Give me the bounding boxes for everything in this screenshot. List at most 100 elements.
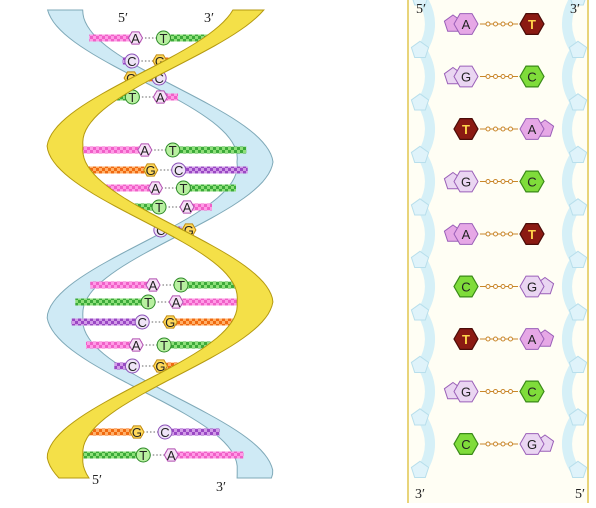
- ladder-base-letter: T: [528, 227, 536, 242]
- helix-rung-right: [158, 428, 220, 436]
- ladder-sugar-left: [410, 250, 430, 268]
- helix-base-A-shape: [163, 448, 179, 462]
- ladder-backbones: [410, 0, 588, 478]
- ladder-bottom-right-end-label: 5′: [575, 487, 585, 502]
- helix-top-left-end-label: 5′: [118, 11, 128, 26]
- ladder-bond-dot: [508, 21, 513, 27]
- ladder-sugar-right: [568, 250, 588, 268]
- helix-rung-right: [165, 451, 244, 459]
- helix-rung-right: [170, 298, 249, 306]
- helix-rung-left: [90, 281, 159, 289]
- helix-base-T-shape: [155, 30, 171, 46]
- ladder-base-T-ring6: [519, 223, 545, 245]
- ladder-base-C-ring6: [519, 380, 545, 403]
- helix-base-T-shape: [156, 337, 172, 353]
- ladder-bond-dot: [493, 441, 498, 447]
- helix-rung-left: [71, 451, 150, 459]
- ladder-sugar-right: [568, 303, 588, 321]
- ladder-base-letter: T: [462, 122, 470, 137]
- ladder-bond-dot: [500, 74, 506, 79]
- helix-base-T-shape: [140, 294, 156, 310]
- ladder-base-C-ring6: [519, 170, 545, 193]
- helix-rung-right: [157, 34, 210, 42]
- helix-front-strands: [46, 9, 274, 479]
- ladder-bond-dot: [508, 284, 513, 289]
- helix-base-A-shape: [147, 181, 163, 195]
- ladder-bond-dot: [508, 74, 513, 79]
- ladder-bond-dot: [500, 441, 506, 447]
- ladder-bond-dot: [493, 231, 498, 237]
- ladder-bond-dot: [500, 389, 506, 394]
- ladder-base-A-ring6: [519, 328, 545, 350]
- helix-base-letter: T: [159, 31, 167, 46]
- ladder-sugar-left: [410, 145, 430, 163]
- ladder-bond-dot: [493, 21, 498, 27]
- ladder-base-letter: A: [528, 122, 537, 137]
- ladder-bond-dot: [493, 126, 498, 132]
- ladder-base-G-ring6: [453, 65, 479, 88]
- helix-base-A-shape: [168, 295, 184, 309]
- helix-top-right-end-label: 3′: [204, 11, 214, 26]
- helix-base-A-shape: [137, 143, 153, 157]
- helix-bottom-right-end-label: 3′: [216, 480, 226, 495]
- ladder-bond-dot: [493, 336, 498, 342]
- helix-base-letter: A: [132, 338, 141, 353]
- ladder-base-letter: T: [528, 17, 536, 32]
- helix-bottom-left-end-label: 5′: [92, 473, 102, 488]
- ladder-base-C-ring6: [453, 275, 479, 298]
- helix-base-A-shape: [145, 278, 161, 292]
- ladder-base-letter: A: [462, 17, 471, 32]
- helix-base-letter: A: [149, 278, 158, 293]
- helix-base-letter: G: [146, 163, 156, 178]
- helix-rung-right: [164, 318, 241, 326]
- helix-base-C-shape: [171, 162, 187, 178]
- helix-base-letter: T: [155, 200, 163, 215]
- helix-base-letter: T: [139, 448, 147, 463]
- helix-base-letter: G: [155, 54, 165, 69]
- ladder-bond-dot: [500, 231, 506, 237]
- helix-rung-left: [89, 34, 142, 42]
- ladder-base-letter: G: [461, 70, 471, 85]
- ladder-sugar-left: [410, 198, 430, 216]
- ladder-sugar-left: [410, 40, 430, 58]
- ladder-sugar-right: [568, 93, 588, 111]
- ladder-base-letter: C: [527, 70, 536, 85]
- ladder-bond-dot: [485, 336, 491, 342]
- helix-backbone-yellow: [46, 9, 274, 479]
- ladder-base-C-ring6: [453, 433, 479, 455]
- ladder-base-letter: A: [528, 332, 537, 347]
- ladder-base-A-ring6: [453, 223, 479, 245]
- helix-base-C-shape: [124, 53, 140, 69]
- ladder-base-letter: G: [527, 280, 537, 295]
- helix-rung-right: [158, 341, 215, 349]
- helix-rung-left: [102, 184, 162, 192]
- ladder-bond-dot: [493, 179, 498, 184]
- helix-rung-right: [174, 281, 244, 289]
- helix-rung-left: [75, 298, 155, 306]
- helix-base-letter: G: [132, 425, 142, 440]
- helix-base-letter: C: [174, 163, 183, 178]
- helix-base-letter: A: [172, 295, 181, 310]
- helix-base-letter: T: [160, 338, 168, 353]
- ladder-bond-dot: [508, 231, 513, 237]
- ladder-bond-dot: [485, 284, 491, 289]
- ladder-bond-dot: [500, 336, 506, 342]
- helix-base-C-shape: [157, 424, 173, 440]
- helix-rung-left: [71, 318, 149, 326]
- helix-base-A-shape: [127, 31, 144, 45]
- helix-base-A-shape: [152, 90, 168, 104]
- helix-base-letter: A: [167, 448, 176, 463]
- helix-base-G-shape: [129, 425, 145, 439]
- helix-rung-left: [71, 146, 151, 154]
- ladder-top-right-end-label: 3′: [570, 2, 580, 17]
- ladder-bond-dot: [485, 21, 491, 27]
- ladder-sugar-left: [410, 408, 430, 426]
